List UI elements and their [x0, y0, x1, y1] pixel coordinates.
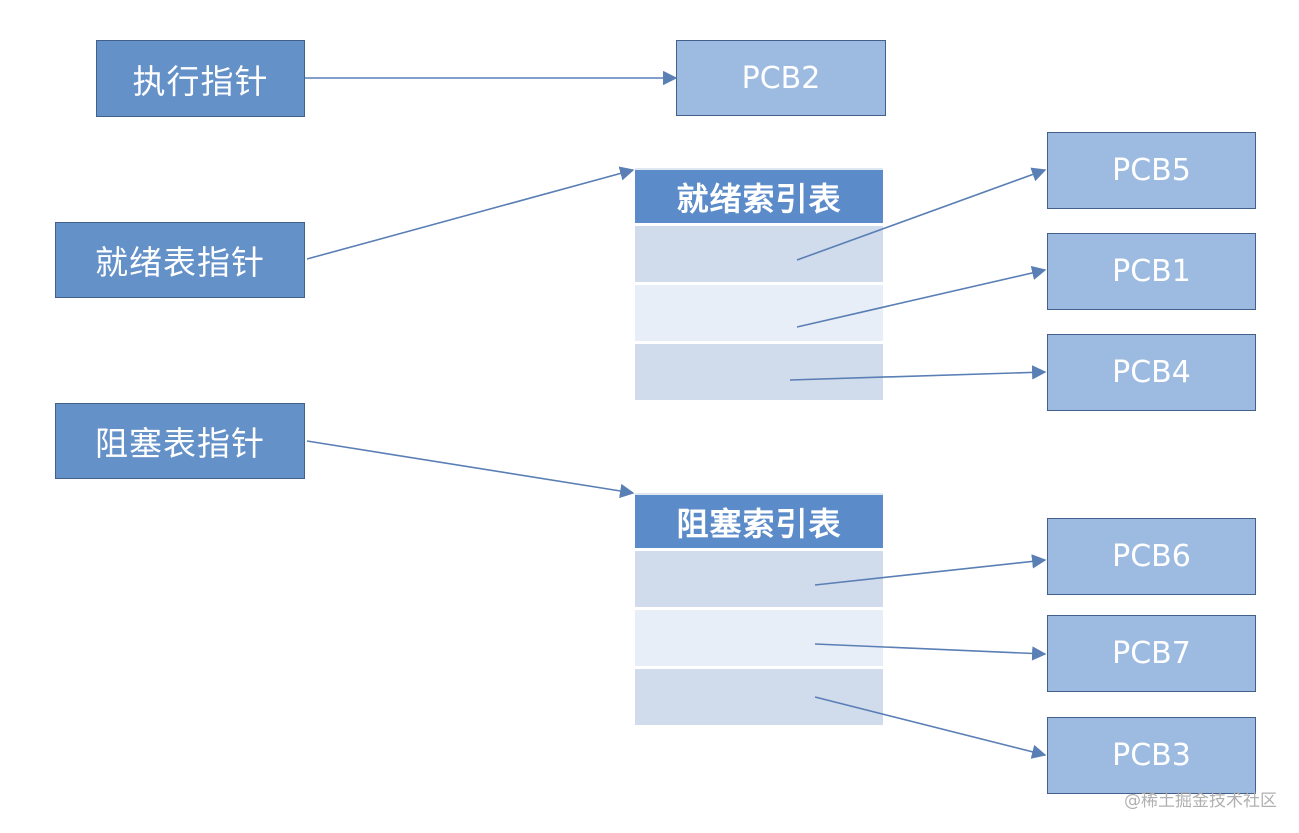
- pcb1-label: PCB1: [1112, 254, 1191, 289]
- arrow-ready-row1-to-pcb5: [796, 167, 1047, 261]
- pcb6-box: PCB6: [1047, 518, 1256, 595]
- ready-index-row-1: [635, 226, 883, 282]
- ready-index-row-3: [635, 344, 883, 400]
- ready-pointer-box: 就绪表指针: [55, 222, 305, 298]
- pcb3-box: PCB3: [1047, 717, 1256, 794]
- ready-index-table: 就绪索引表: [635, 168, 883, 400]
- blocked-index-row-2: [635, 610, 883, 666]
- ready-index-row-2: [635, 285, 883, 341]
- arrow-blocked-row3-to-pcb3: [814, 696, 1047, 759]
- exec-pointer-label: 执行指针: [132, 61, 269, 101]
- ready-index-table-header: 就绪索引表: [635, 168, 883, 223]
- pcb1-box: PCB1: [1047, 233, 1256, 310]
- ready-pointer-label: 就绪表指针: [95, 243, 265, 282]
- arrow-ready-row2-to-pcb1: [796, 265, 1047, 328]
- pcb5-label: PCB5: [1112, 153, 1191, 188]
- exec-pointer-box: 执行指针: [96, 40, 305, 117]
- blocked-index-row-3: [635, 669, 883, 725]
- blocked-index-row-1: [635, 551, 883, 607]
- blocked-index-table-header: 阻塞索引表: [635, 493, 883, 548]
- arrow-ready-row3-to-pcb4: [789, 365, 1047, 381]
- arrow-ready-pointer-to-table: [306, 166, 635, 260]
- pcb2-label: PCB2: [741, 60, 821, 96]
- arrow-blocked-pointer-to-table: [306, 440, 635, 499]
- blocked-pointer-label: 阻塞表指针: [95, 424, 265, 463]
- pcb6-label: PCB6: [1112, 539, 1191, 574]
- pcb2-box: PCB2: [676, 40, 886, 116]
- pcb4-label: PCB4: [1112, 355, 1191, 390]
- pcb7-box: PCB7: [1047, 615, 1256, 692]
- pcb5-box: PCB5: [1047, 132, 1256, 209]
- pcb7-label: PCB7: [1112, 636, 1191, 671]
- arrow-blocked-row1-to-pcb6: [814, 554, 1047, 586]
- blocked-index-table: 阻塞索引表: [635, 493, 883, 725]
- watermark-text: @稀土掘金技术社区: [1124, 791, 1277, 811]
- blocked-pointer-box: 阻塞表指针: [55, 403, 305, 479]
- pcb4-box: PCB4: [1047, 334, 1256, 411]
- pcb3-label: PCB3: [1112, 738, 1191, 773]
- arrow-blocked-row2-to-pcb7: [814, 643, 1047, 661]
